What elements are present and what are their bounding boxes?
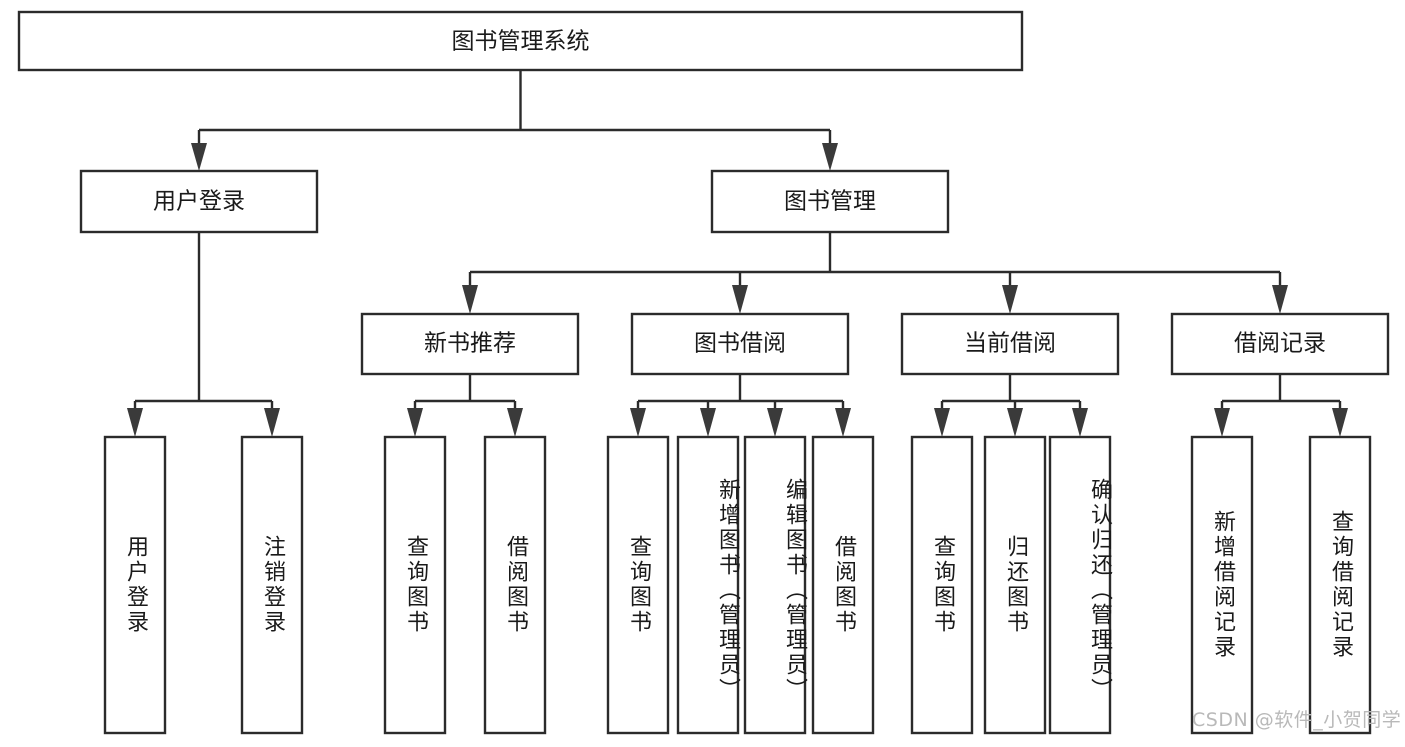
- node-leaf-add-borrow-record[interactable]: [1190, 435, 1254, 735]
- node-borrow-records[interactable]: 借阅记录: [1170, 312, 1390, 376]
- node-leaf-query-books-current[interactable]: [910, 435, 974, 735]
- node-leaf-add-book-admin[interactable]: [676, 435, 740, 735]
- node-leaf-query-books-recommend[interactable]: [383, 435, 447, 735]
- node-leaf-user-login[interactable]: [103, 435, 167, 735]
- node-leaf-borrow-books-recommend[interactable]: [483, 435, 547, 735]
- node-current-borrow[interactable]: 当前借阅: [900, 312, 1120, 376]
- arrow-head-current-borrow: [1002, 285, 1018, 314]
- node-new-book-recommend[interactable]: 新书推荐: [360, 312, 580, 376]
- node-leaf-logout[interactable]: [240, 435, 304, 735]
- arrow-head-leaf-logout: [264, 408, 280, 437]
- arrow-head-leaf-user-login: [127, 408, 143, 437]
- arrow-head-leaf-query-books-recommend: [407, 408, 423, 437]
- arrow-head-leaf-add-borrow-record: [1214, 408, 1230, 437]
- arrow-head-leaf-return-book: [1007, 408, 1023, 437]
- arrow-head-leaf-borrow-book: [835, 408, 851, 437]
- node-book-borrow-label: 图书借阅: [694, 331, 786, 357]
- node-leaf-query-borrow-record[interactable]: [1308, 435, 1372, 735]
- arrow-head-leaf-add-book-admin: [700, 408, 716, 437]
- arrow-head-leaf-query-books-current: [934, 408, 950, 437]
- arrow-head-leaf-edit-book-admin: [767, 408, 783, 437]
- arrow-head-book-management: [822, 143, 838, 171]
- arrow-head-book-borrow: [732, 285, 748, 314]
- arrow-head-leaf-confirm-return-admin: [1072, 408, 1088, 437]
- arrow-head-new-book-recommend: [462, 285, 478, 314]
- connector-group: [127, 70, 1348, 437]
- arrow-head-leaf-query-borrow-record: [1332, 408, 1348, 437]
- leaf-node-group: [103, 435, 1372, 735]
- arrow-head-leaf-query-books-borrow: [630, 408, 646, 437]
- node-user-login[interactable]: 用户登录: [79, 169, 319, 234]
- node-book-borrow[interactable]: 图书借阅: [630, 312, 850, 376]
- node-leaf-query-books-borrow[interactable]: [606, 435, 670, 735]
- node-current-borrow-label: 当前借阅: [964, 331, 1056, 357]
- arrow-head-borrow-records: [1272, 285, 1288, 314]
- arrow-head-leaf-borrow-books-recommend: [507, 408, 523, 437]
- node-leaf-edit-book-admin[interactable]: [743, 435, 807, 735]
- node-book-management[interactable]: 图书管理: [710, 169, 950, 234]
- csdn-watermark: CSDN @软件_小贺同学: [1192, 709, 1402, 731]
- node-leaf-borrow-book[interactable]: [811, 435, 875, 735]
- node-root-label: 图书管理系统: [452, 29, 590, 55]
- node-root[interactable]: 图书管理系统: [17, 10, 1024, 72]
- node-new-book-recommend-label: 新书推荐: [424, 331, 516, 357]
- node-borrow-records-label: 借阅记录: [1234, 331, 1326, 357]
- node-user-login-label: 用户登录: [153, 189, 245, 215]
- node-book-management-label: 图书管理: [784, 189, 876, 215]
- node-leaf-return-book[interactable]: [983, 435, 1047, 735]
- arrow-head-user-login: [191, 143, 207, 171]
- node-leaf-confirm-return-admin[interactable]: [1048, 435, 1112, 735]
